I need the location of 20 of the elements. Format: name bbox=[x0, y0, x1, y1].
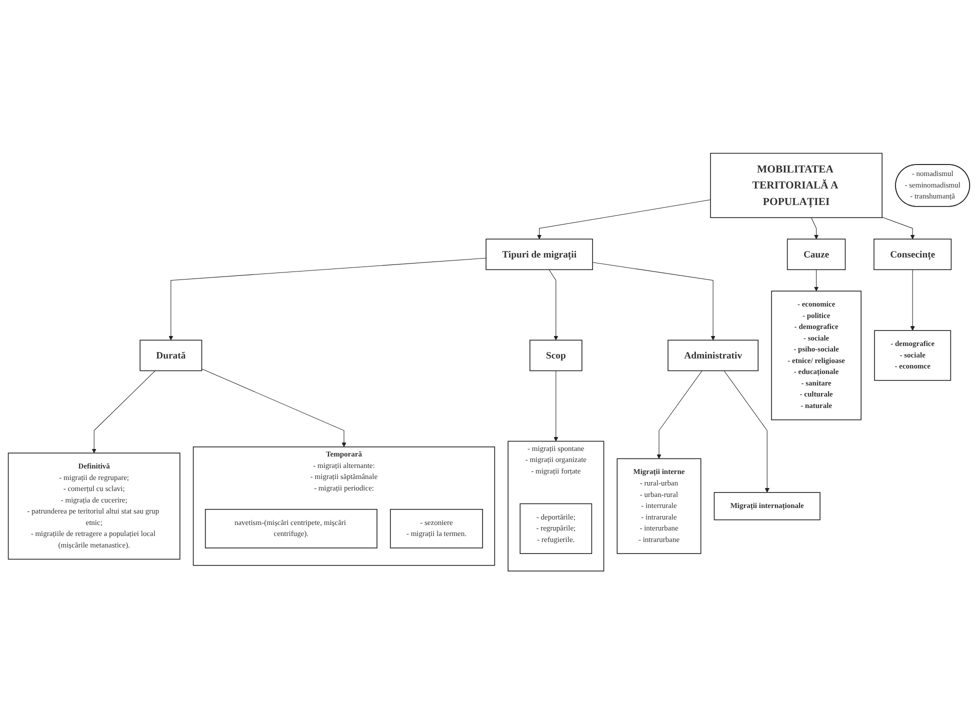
arrow bbox=[92, 370, 156, 454]
arrow bbox=[656, 370, 702, 460]
arrow bbox=[811, 218, 819, 240]
node-box: Consecințe bbox=[874, 239, 952, 270]
arrow bbox=[910, 270, 915, 332]
arrow bbox=[882, 217, 915, 240]
node-box: Scop bbox=[530, 340, 582, 372]
arrow bbox=[724, 370, 770, 494]
node-box: Durată bbox=[140, 340, 202, 372]
arrow bbox=[554, 370, 558, 442]
arrow bbox=[814, 270, 819, 292]
arrow bbox=[201, 368, 346, 448]
node-box: Cauze bbox=[786, 239, 846, 270]
node-box: Tipuri de migrații bbox=[486, 239, 593, 270]
arrow bbox=[548, 270, 558, 341]
arrow bbox=[592, 262, 716, 341]
arrow bbox=[168, 258, 486, 341]
arrow bbox=[536, 200, 711, 240]
node-box: MOBILITATEA TERITORIALĂ A POPULAȚIEI bbox=[710, 153, 883, 218]
node-box: Administrativ bbox=[668, 340, 759, 372]
